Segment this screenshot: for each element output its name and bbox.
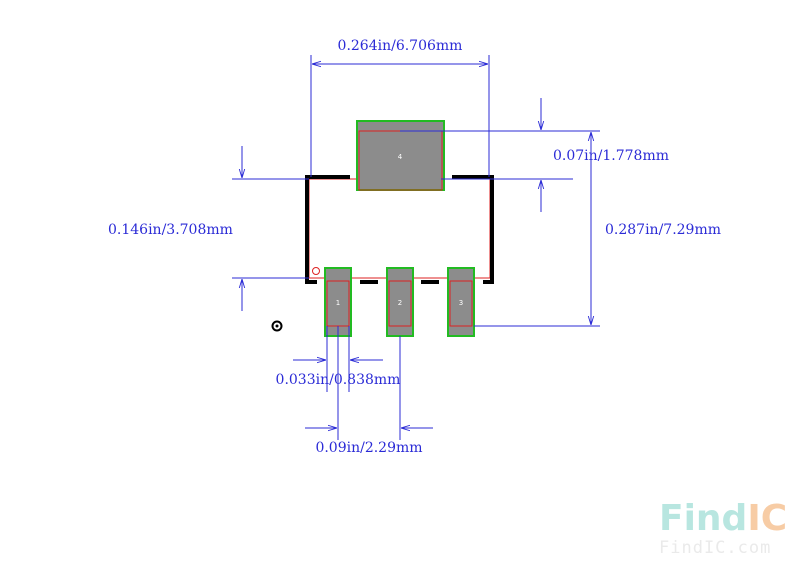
dim-tab-height-label: 0.07in/1.778mm (553, 148, 669, 164)
findic-watermark: FindIC FindIC.com (659, 498, 787, 558)
watermark-logo-find: Find (659, 498, 747, 539)
dim-pad-pitch-lines (305, 326, 433, 440)
dim-overall-height-lines (474, 130, 600, 327)
silkscreen-outline (305, 175, 494, 284)
dim-pad-pitch-label: 0.09in/2.29mm (315, 440, 422, 456)
watermark-logo-ic: IC (747, 498, 787, 539)
dim-body-width-label: 0.264in/6.706mm (338, 38, 463, 54)
dim-body-width-lines (310, 55, 490, 177)
dim-overall-height-label: 0.287in/7.29mm (605, 222, 721, 238)
watermark-url: FindIC.com (659, 538, 771, 558)
pad-2-label: 2 (398, 299, 402, 307)
pad-tab[interactable]: 4 (356, 120, 445, 191)
courtyard-outline (308, 178, 491, 279)
dim-tab-height-lines (400, 98, 573, 212)
dim-pad-width-lines (293, 326, 383, 392)
dim-body-height-label: 0.146in/3.708mm (108, 222, 233, 238)
pad-1-label: 1 (336, 299, 340, 307)
pin1-marker (312, 267, 320, 275)
pad-3[interactable]: 3 (447, 267, 475, 337)
pad-1[interactable]: 1 (324, 267, 352, 337)
origin-marker (271, 320, 283, 332)
pad-3-label: 3 (459, 299, 463, 307)
dim-pad-width-label: 0.033in/0.838mm (276, 372, 401, 388)
pad-tab-label: 4 (398, 153, 403, 161)
watermark-logo: FindIC (659, 498, 787, 539)
dim-body-height-lines (232, 146, 309, 311)
pad-2[interactable]: 2 (386, 267, 414, 337)
